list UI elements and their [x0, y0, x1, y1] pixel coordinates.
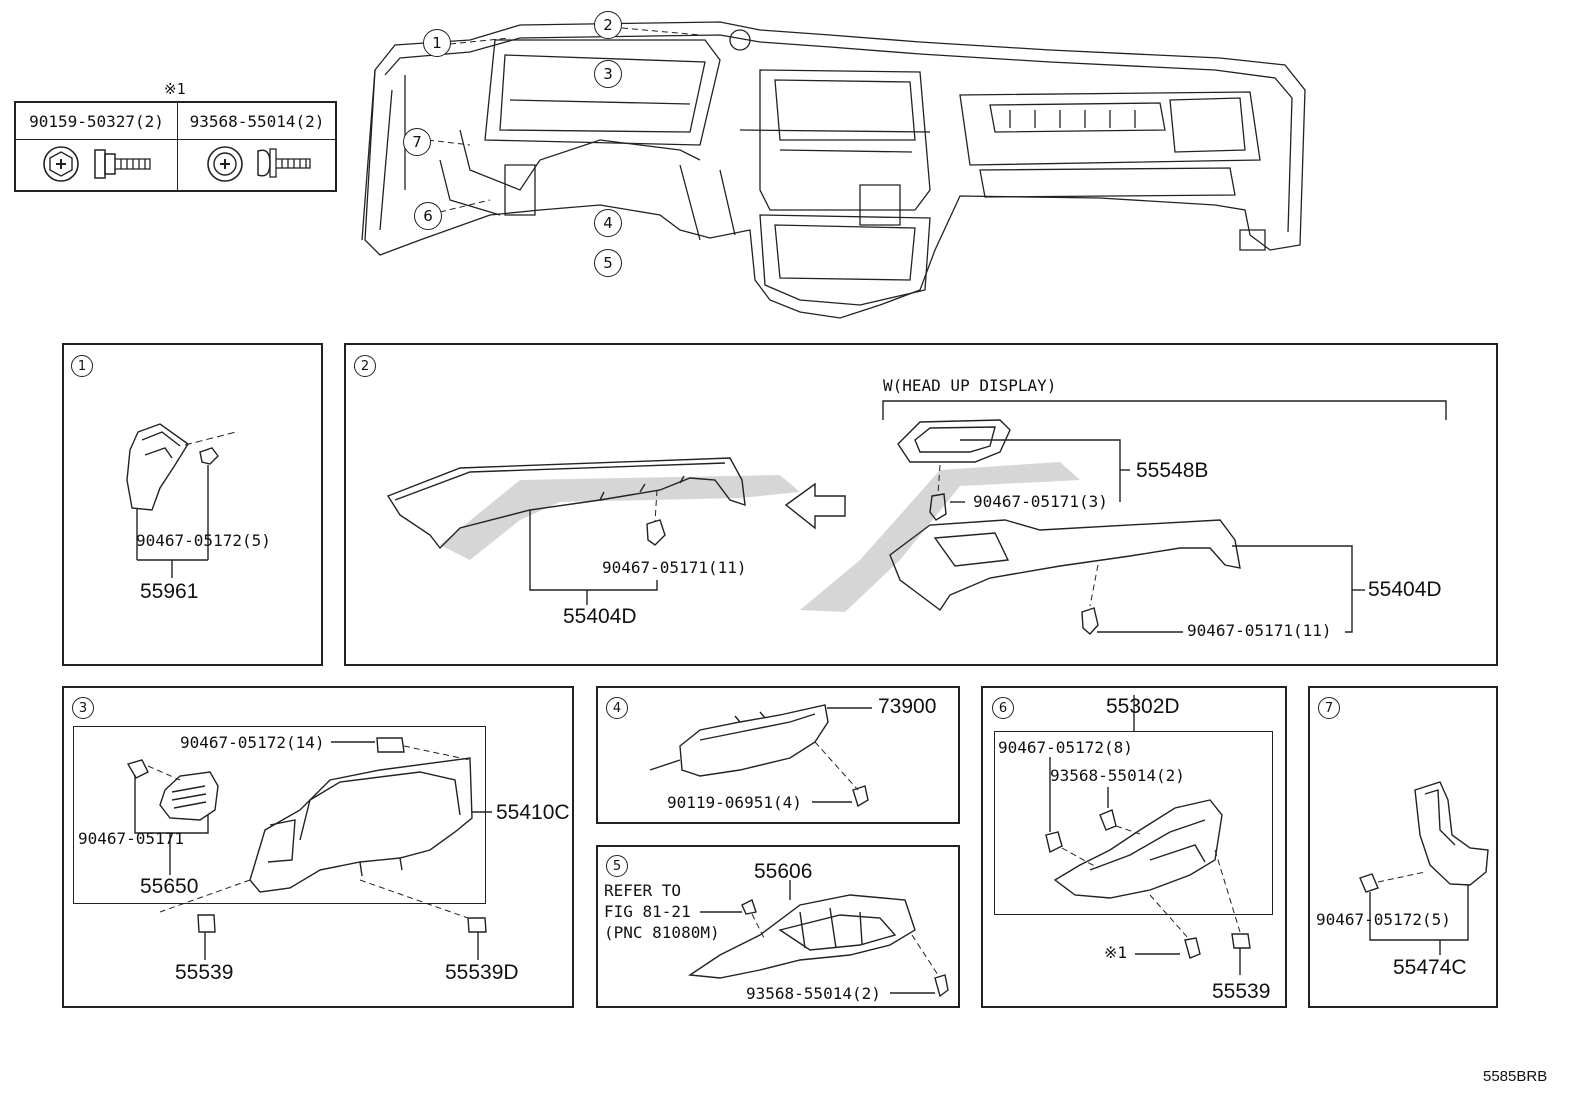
callout-7: 7 — [403, 128, 431, 156]
fastener-cell-1: 90159-50327(2) — [16, 103, 178, 190]
callout-3: 3 — [594, 60, 622, 88]
panel-2-right-clip: 90467-05171(11) — [1187, 621, 1332, 640]
clip-icon — [199, 447, 219, 465]
arrow-icon — [784, 482, 846, 530]
panel-2-condition: W(HEAD UP DISPLAY) — [883, 376, 1057, 395]
panel-7-number: 7 — [1318, 697, 1340, 719]
bolt-icon — [1184, 937, 1201, 959]
panel-1-clip-label: 90467-05172(5) — [136, 531, 271, 550]
panel-5-refer-line2: FIG 81-21 — [604, 902, 691, 921]
panel-6-part: 55302D — [1106, 695, 1180, 718]
panel-7-part: 55474C — [1393, 956, 1467, 979]
panel-7-clip: 90467-05172(5) — [1316, 910, 1451, 929]
panel-3-top-clip: 90467-05172(14) — [180, 733, 325, 752]
fastener-code-2: 93568-55014(2) — [177, 103, 337, 140]
panel-6-number: 6 — [992, 697, 1014, 719]
panel-1 — [62, 343, 323, 666]
callout-6: 6 — [414, 202, 442, 230]
panel-5-part: 55606 — [754, 860, 813, 883]
panel-3-vent-clip: 90467-05171 — [78, 829, 184, 848]
garnish-55474c-shape — [1414, 781, 1489, 886]
upper-panel-right-shape — [889, 519, 1241, 612]
panel-4-number: 4 — [606, 697, 628, 719]
callout-2: 2 — [594, 11, 622, 39]
figure-code: 5585BRB — [1483, 1068, 1548, 1085]
panel-4-part: 73900 — [878, 695, 937, 718]
panel-6-clip: 90467-05172(8) — [998, 738, 1133, 757]
panel-5-number: 5 — [606, 855, 628, 877]
bolt-side-icon — [94, 149, 151, 179]
panel-6-note-mark: ※1 — [1104, 943, 1128, 962]
panel-5-screw: 93568-55014(2) — [746, 984, 881, 1003]
lower-panel-55606-shape — [687, 894, 916, 979]
panel-4 — [596, 686, 960, 824]
bolt-head-icon — [43, 146, 79, 182]
panel-6 — [981, 686, 1287, 1008]
panel-2-left-part: 55404D — [563, 605, 637, 628]
screw-icon — [934, 974, 949, 998]
panel-6-screw: 93568-55014(2) — [1050, 766, 1185, 785]
fastener-code-1: 90159-50327(2) — [16, 103, 177, 140]
panel-6-inner-box — [994, 731, 1273, 915]
panel-3-pad-left: 55539 — [175, 961, 234, 984]
panel-6-pad: 55539 — [1212, 980, 1271, 1003]
panel-2-hud-clip: 90467-05171(3) — [973, 492, 1108, 511]
screw-side-icon — [257, 148, 311, 178]
panel-1-number: 1 — [71, 355, 93, 377]
panel-2-right-part: 55404D — [1368, 578, 1442, 601]
panel-2-number: 2 — [354, 355, 376, 377]
vent-55650-shape — [159, 771, 219, 821]
hud-bezel-shape — [897, 419, 1011, 463]
panel-3 — [62, 686, 574, 1008]
callout-5: 5 — [594, 249, 622, 277]
upper-panel-left-shape — [386, 457, 746, 550]
panel-3-inner-box — [73, 726, 486, 904]
bolt-icon — [852, 785, 869, 808]
panel-3-vent-part: 55650 — [140, 875, 199, 898]
garnish-55961-shape — [126, 423, 189, 511]
callout-4: 4 — [594, 209, 622, 237]
fastener-table: 90159-50327(2) 93568-55014(2) — [14, 101, 337, 192]
note-mark: ※1 — [164, 80, 186, 98]
panel-2-left-clip: 90467-05171(11) — [602, 558, 747, 577]
fastener-cell-2: 93568-55014(2) — [177, 103, 337, 190]
airbag-73900-shape — [679, 704, 829, 777]
screw-head-icon — [207, 146, 243, 182]
panel-2 — [344, 343, 1498, 666]
panel-7 — [1308, 686, 1498, 1008]
panel-2-hud-part: 55548B — [1136, 459, 1209, 482]
callout-1: 1 — [423, 29, 451, 57]
panel-1-part-label: 55961 — [140, 580, 199, 603]
lower-cover-55302d-shape — [1053, 799, 1223, 899]
panel-3-pad-right: 55539D — [445, 961, 519, 984]
panel-3-number: 3 — [72, 697, 94, 719]
panel-5-refer-line1: REFER TO — [604, 881, 682, 900]
panel-3-cluster-part: 55410C — [496, 801, 570, 824]
panel-5-refer-line3: (PNC 81080M) — [604, 923, 720, 942]
panel-4-bolt: 90119-06951(4) — [667, 793, 802, 812]
panel-5 — [596, 845, 960, 1008]
